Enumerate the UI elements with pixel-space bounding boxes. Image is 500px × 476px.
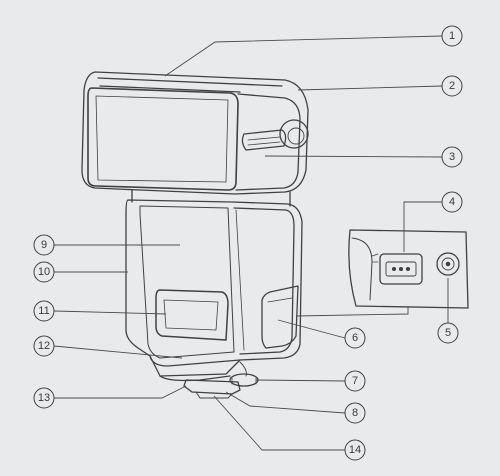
callout-1-label: 1 bbox=[449, 30, 455, 42]
callout-13: 13 bbox=[33, 387, 55, 409]
callout-8: 8 bbox=[344, 402, 366, 424]
callout-6-label: 6 bbox=[352, 332, 358, 344]
callout-10: 10 bbox=[33, 261, 55, 283]
leader-line-11 bbox=[53, 310, 167, 315]
head-release-knob bbox=[279, 119, 309, 149]
leader-line-8 bbox=[225, 391, 346, 414]
callout-11: 11 bbox=[33, 300, 55, 322]
pc-sync-port bbox=[436, 252, 460, 276]
af-assist-window bbox=[155, 289, 229, 341]
callout-5-label: 5 bbox=[445, 327, 451, 339]
callout-8-label: 8 bbox=[352, 407, 358, 419]
callout-1: 1 bbox=[441, 25, 463, 47]
callout-3-label: 3 bbox=[449, 151, 455, 163]
callout-11-label: 11 bbox=[38, 305, 49, 317]
callout-9: 9 bbox=[33, 234, 55, 256]
leader-line-13 bbox=[54, 385, 187, 399]
callout-14: 14 bbox=[344, 439, 366, 461]
leader-lines bbox=[53, 35, 449, 451]
leader-line-2 bbox=[297, 85, 443, 91]
leader-line-4 bbox=[403, 201, 442, 252]
callout-10-label: 10 bbox=[38, 266, 50, 278]
bounce-indicator-slot bbox=[241, 129, 287, 151]
callout-9-label: 9 bbox=[41, 239, 47, 251]
port-detail-inset bbox=[348, 229, 469, 309]
external-power-socket bbox=[379, 253, 423, 285]
battery-compartment-door bbox=[261, 285, 299, 349]
hot-shoe-foot bbox=[183, 379, 241, 399]
callout-2: 2 bbox=[441, 75, 463, 97]
callout-13-label: 13 bbox=[38, 392, 50, 404]
leader-line-1 bbox=[164, 35, 443, 77]
flash-fresnel-window bbox=[87, 87, 239, 191]
callout-3: 3 bbox=[441, 146, 463, 168]
callout-5: 5 bbox=[437, 322, 459, 344]
inset-pointer bbox=[295, 306, 409, 317]
callout-12-label: 12 bbox=[38, 340, 50, 352]
leader-line-12 bbox=[53, 345, 183, 359]
callout-6: 6 bbox=[344, 327, 366, 349]
callout-7-label: 7 bbox=[352, 375, 358, 387]
callouts: 1 2 3 4 5 6 7 8 bbox=[33, 25, 463, 461]
leader-line-7 bbox=[255, 379, 346, 382]
leader-line-14 bbox=[213, 395, 345, 451]
callout-2-label: 2 bbox=[449, 80, 455, 92]
flash-body bbox=[125, 199, 303, 382]
callout-12: 12 bbox=[33, 335, 55, 357]
callout-7: 7 bbox=[344, 370, 366, 392]
callout-4: 4 bbox=[441, 191, 463, 213]
flash-head bbox=[81, 71, 309, 195]
callout-14-label: 14 bbox=[349, 444, 361, 456]
callout-4-label: 4 bbox=[449, 196, 455, 208]
leader-line-6 bbox=[277, 319, 346, 339]
leader-line-3 bbox=[264, 155, 443, 158]
